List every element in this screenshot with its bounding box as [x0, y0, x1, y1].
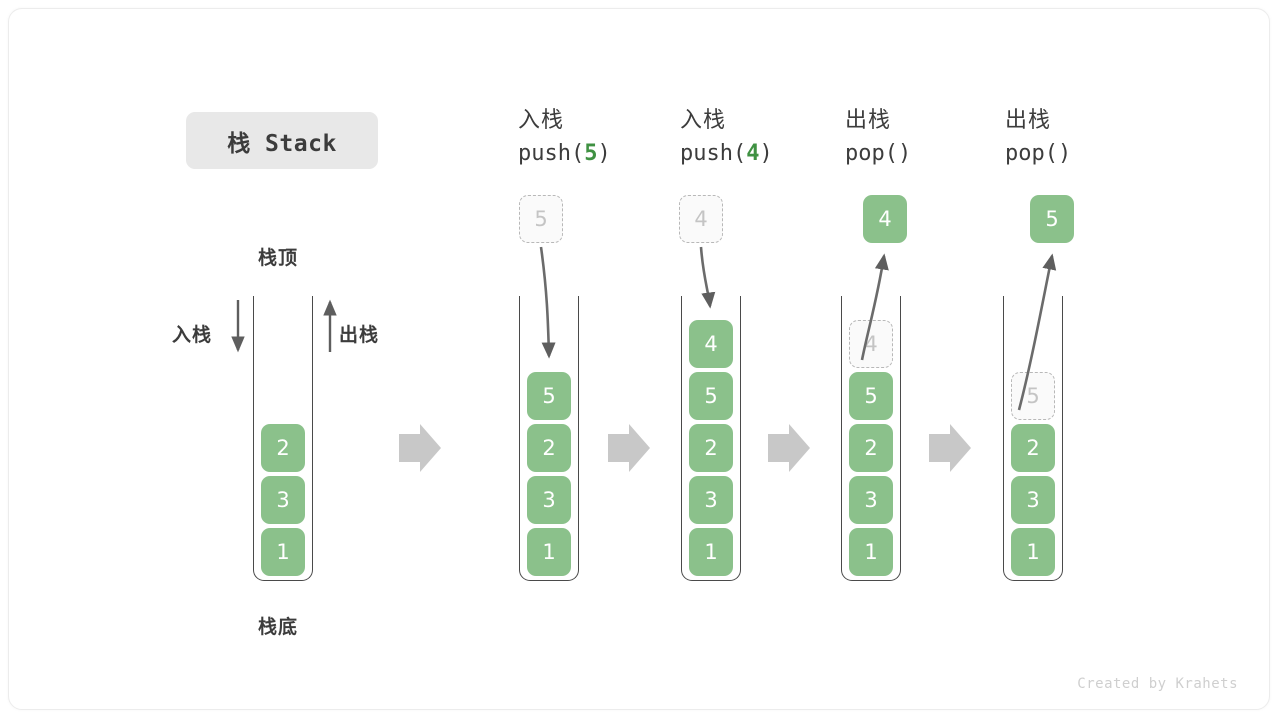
- step-heading-cn: 入栈: [680, 108, 727, 133]
- stack-tube-push5: 5 2 3 1: [519, 296, 579, 581]
- stack-tube-initial: 2 3 1: [253, 296, 313, 581]
- code-prefix: push(: [518, 141, 585, 166]
- stack-cell: 2: [527, 424, 571, 472]
- step-heading-push5: 入栈 push(5): [518, 105, 688, 171]
- code-suffix: ): [759, 141, 773, 166]
- pop-direction-label: 出栈: [339, 324, 380, 346]
- popped-cell-pop1: 4: [863, 195, 907, 243]
- connector-arrow-3-icon: [768, 424, 810, 472]
- step-heading-push4: 入栈 push(4): [680, 105, 850, 171]
- footer-credit: Created by Krahets: [1077, 676, 1238, 692]
- stack-cell: 2: [1011, 424, 1055, 472]
- diagram-title-chip: 栈 Stack: [186, 112, 378, 169]
- stack-cell: 3: [1011, 476, 1055, 524]
- step-heading-code: push(5): [518, 137, 688, 171]
- step-heading-code: pop(): [845, 137, 1015, 171]
- stack-cell: 3: [527, 476, 571, 524]
- stack-cell: 1: [527, 528, 571, 576]
- stack-cell: 3: [689, 476, 733, 524]
- incoming-cell-push5: 5: [519, 195, 563, 243]
- push-direction-label: 入栈: [172, 324, 213, 346]
- stack-cell: 1: [1011, 528, 1055, 576]
- stack-cells-push4: 4 5 2 3 1: [682, 320, 740, 576]
- stack-cell: 3: [849, 476, 893, 524]
- stack-top-label: 栈顶: [258, 247, 299, 269]
- stack-bottom-label: 栈底: [258, 616, 299, 638]
- code-suffix: ): [597, 141, 611, 166]
- incoming-cell-push4: 4: [679, 195, 723, 243]
- stack-cell: 1: [261, 528, 305, 576]
- code-prefix: pop(: [1005, 141, 1058, 166]
- stack-cell-ghost: 4: [849, 320, 893, 368]
- code-prefix: pop(: [845, 141, 898, 166]
- stack-cell-ghost: 5: [1011, 372, 1055, 420]
- connector-arrow-2-icon: [608, 424, 650, 472]
- code-prefix: push(: [680, 141, 747, 166]
- stack-cell: 1: [689, 528, 733, 576]
- popped-cell-pop2: 5: [1030, 195, 1074, 243]
- step-heading-pop1: 出栈 pop(): [845, 105, 1015, 171]
- stack-cells-initial: 2 3 1: [254, 424, 312, 576]
- step-heading-pop2: 出栈 pop(): [1005, 105, 1175, 171]
- stack-cell: 1: [849, 528, 893, 576]
- stack-tube-pop2: 5 2 3 1: [1003, 296, 1063, 581]
- stack-cell: 2: [689, 424, 733, 472]
- stack-tube-push4: 4 5 2 3 1: [681, 296, 741, 581]
- code-arg: 5: [584, 141, 598, 166]
- stack-cell: 3: [261, 476, 305, 524]
- connector-arrow-1-icon: [399, 424, 441, 472]
- code-arg: 4: [746, 141, 760, 166]
- stack-cells-push5: 5 2 3 1: [520, 372, 578, 576]
- stack-cell: 2: [849, 424, 893, 472]
- stack-cell: 5: [689, 372, 733, 420]
- stack-cells-pop1: 4 5 2 3 1: [842, 320, 900, 576]
- step-heading-cn: 入栈: [518, 108, 565, 133]
- stack-cell: 5: [527, 372, 571, 420]
- step-heading-code: push(4): [680, 137, 850, 171]
- stack-cell: 4: [689, 320, 733, 368]
- stack-tube-pop1: 4 5 2 3 1: [841, 296, 901, 581]
- step-heading-cn: 出栈: [1005, 108, 1052, 133]
- step-heading-code: pop(): [1005, 137, 1175, 171]
- diagram-title-label: 栈 Stack: [227, 130, 337, 157]
- stack-cell: 5: [849, 372, 893, 420]
- stack-cell: 2: [261, 424, 305, 472]
- connector-arrow-4-icon: [929, 424, 971, 472]
- code-suffix: ): [1057, 141, 1072, 166]
- stack-cells-pop2: 5 2 3 1: [1004, 372, 1062, 576]
- code-suffix: ): [897, 141, 912, 166]
- step-heading-cn: 出栈: [845, 108, 892, 133]
